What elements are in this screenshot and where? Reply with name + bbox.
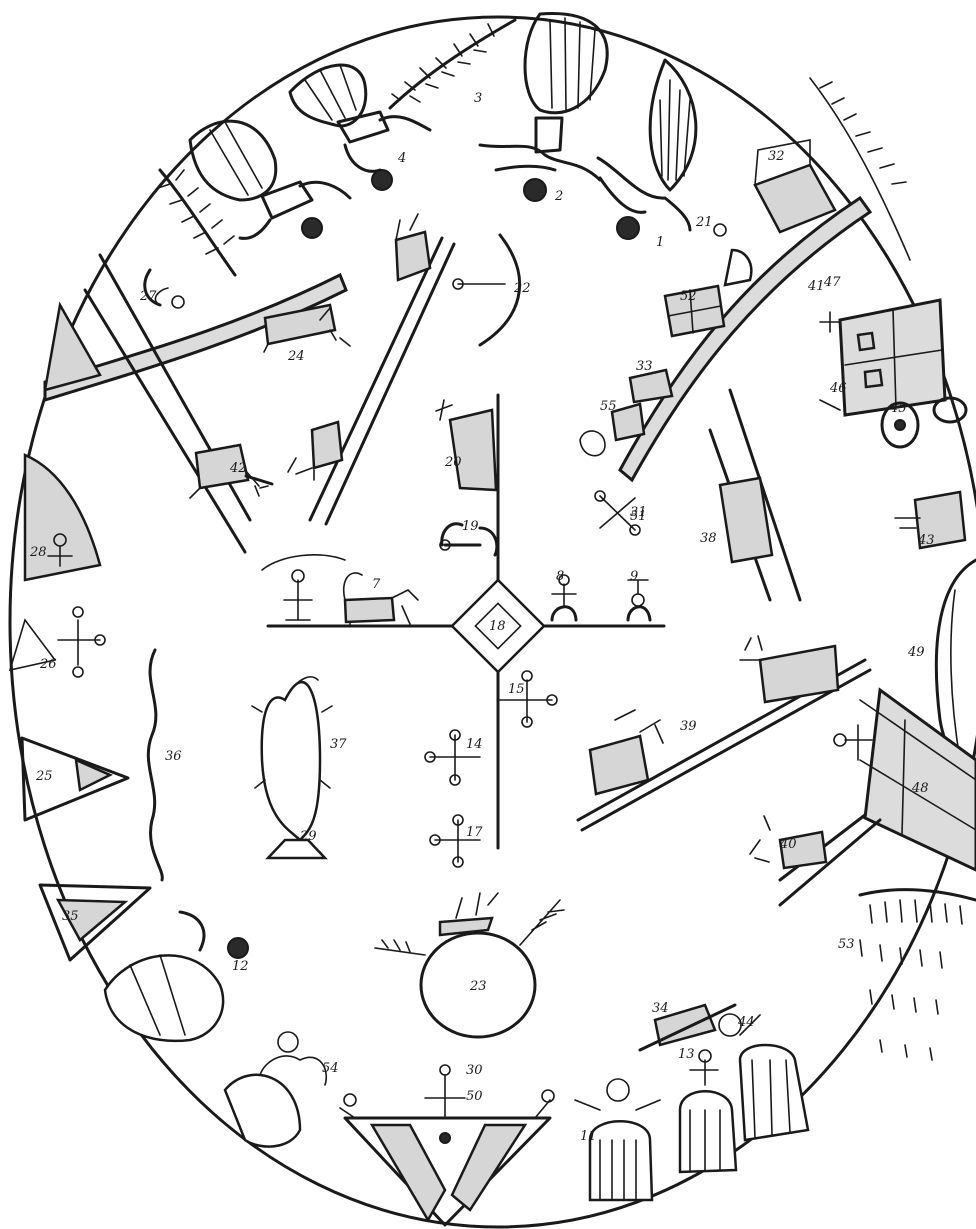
bottom-right-women	[575, 1014, 808, 1200]
label-42: 42	[229, 461, 247, 476]
label-51: 51	[630, 509, 647, 524]
label-41: 41	[807, 279, 825, 294]
label-7: 7	[372, 577, 381, 592]
label-23: 23	[469, 979, 487, 994]
label-15: 15	[508, 682, 525, 697]
center-lower-symbols	[148, 650, 557, 880]
label-47: 47	[823, 275, 841, 290]
label-21: 21	[695, 215, 713, 230]
sun-circle	[375, 893, 564, 1037]
label-48: 48	[911, 781, 929, 796]
label-32: 32	[768, 149, 785, 164]
label-40: 40	[779, 837, 797, 852]
label-29: 29	[299, 829, 317, 844]
label-43: 43	[917, 533, 935, 548]
label-2: 2	[554, 189, 563, 204]
label-18: 18	[489, 619, 506, 634]
label-12: 12	[232, 959, 249, 974]
label-45: 45	[889, 401, 907, 416]
label-17: 17	[466, 825, 483, 840]
label-25: 25	[35, 769, 53, 784]
label-33: 33	[636, 359, 653, 374]
bottom-triangle	[340, 1065, 554, 1225]
label-26: 26	[39, 657, 57, 672]
label-46: 46	[829, 381, 847, 396]
label-9: 9	[630, 569, 638, 584]
label-30: 30	[466, 1063, 483, 1078]
label-49: 49	[907, 645, 925, 660]
label-53: 53	[838, 937, 855, 952]
label-19: 19	[462, 519, 479, 534]
label-11: 11	[580, 1129, 597, 1144]
label-50: 50	[466, 1089, 483, 1104]
label-3: 3	[474, 91, 482, 106]
label-44: 44	[737, 1015, 755, 1030]
diagonal-pole	[288, 214, 454, 524]
label-13: 13	[678, 1047, 695, 1062]
label-28: 28	[29, 545, 47, 560]
label-27: 27	[139, 289, 157, 304]
label-38: 38	[700, 531, 717, 546]
label-39: 39	[680, 719, 697, 734]
upper-left-bands	[45, 255, 350, 552]
top-women-figures	[158, 13, 696, 275]
label-22: 22	[513, 281, 531, 296]
label-35: 35	[62, 909, 79, 924]
label-54: 54	[322, 1061, 339, 1076]
label-20: 20	[444, 455, 462, 470]
label-4: 4	[397, 151, 406, 166]
label-37: 37	[330, 737, 347, 752]
label-14: 14	[466, 737, 483, 752]
label-8: 8	[556, 569, 564, 584]
label-24: 24	[287, 349, 305, 364]
bow-symbol	[453, 235, 520, 345]
label-1: 1	[656, 235, 664, 250]
label-55: 55	[600, 399, 617, 414]
label-36: 36	[165, 749, 182, 764]
label-34: 34	[652, 1001, 669, 1016]
label-52: 52	[680, 289, 697, 304]
